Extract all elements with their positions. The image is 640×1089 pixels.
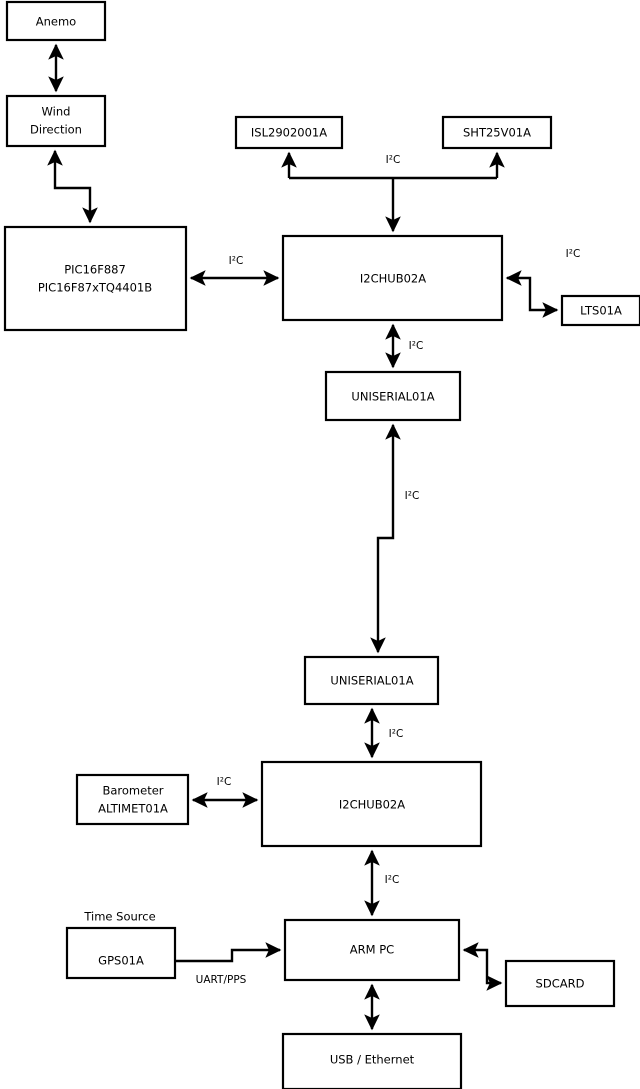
node-uniserial01a-upper-label: UNISERIAL01A [351, 390, 434, 404]
node-sdcard[interactable]: SDCARD [504, 959, 616, 1008]
node-anemo[interactable]: Anemo [5, 0, 107, 42]
label-time-source: Time Source [83, 910, 155, 924]
node-sht25v01a-label: SHT25V01A [463, 126, 531, 140]
node-uniserial01a-lower-label: UNISERIAL01A [330, 674, 413, 688]
edge-label-i2c-top-bus: I²C [386, 154, 401, 166]
node-wind-direction-label-line1: Wind [42, 105, 71, 119]
edges-layer [47, 43, 559, 1031]
edge-label-i2c-barometer: I²C [217, 776, 232, 788]
edge-hubtop-lts [505, 270, 559, 318]
nodes-layer: Anemo Wind Direction PIC16F887 PIC16F87x… [3, 0, 640, 1089]
node-usb-ethernet-label: USB / Ethernet [330, 1053, 415, 1067]
node-arm-pc-label: ARM PC [350, 943, 394, 957]
node-gps01a-label: GPS01A [98, 954, 144, 968]
node-wind-direction[interactable]: Wind Direction [5, 94, 107, 148]
edge-uniserial1-uniserial2 [370, 423, 401, 654]
node-pic-mcu[interactable]: PIC16F887 PIC16F87xTQ4401B [3, 225, 188, 332]
node-i2chub02a-bottom-label: I2CHUB02A [339, 798, 405, 812]
edge-labels-layer: I²C I²C I²C I²C I²C I²C I²C I²C UART/PPS [196, 154, 581, 986]
node-barometer[interactable]: Barometer ALTIMET01A [75, 773, 190, 826]
edge-label-i2c-uniserial-link: I²C [405, 490, 420, 502]
node-barometer-label-line2: ALTIMET01A [98, 802, 168, 816]
node-lts01a[interactable]: LTS01A [560, 294, 640, 327]
node-anemo-label: Anemo [36, 15, 76, 29]
edge-label-i2c-uniserial2-hub: I²C [389, 728, 404, 740]
node-sht25v01a[interactable]: SHT25V01A [441, 115, 553, 150]
node-lts01a-label: LTS01A [580, 304, 622, 318]
edge-gps-armpc [175, 942, 282, 963]
free-labels-layer: Time Source [83, 910, 155, 924]
edge-label-i2c-hub-armpc: I²C [385, 874, 400, 886]
node-gps01a[interactable]: GPS01A [65, 926, 177, 980]
edge-label-i2c-lts: I²C [566, 248, 581, 260]
node-usb-ethernet[interactable]: USB / Ethernet [281, 1032, 463, 1089]
edge-label-i2c-pic-hub: I²C [229, 255, 244, 267]
node-i2chub02a-top-label: I2CHUB02A [360, 272, 426, 286]
node-pic-mcu-label-line2: PIC16F87xTQ4401B [38, 281, 152, 295]
node-barometer-label-line1: Barometer [102, 784, 163, 798]
node-uniserial01a-lower[interactable]: UNISERIAL01A [303, 655, 440, 706]
node-arm-pc[interactable]: ARM PC [283, 918, 461, 982]
node-uniserial01a-upper[interactable]: UNISERIAL01A [324, 370, 462, 422]
edge-armpc-sdcard [462, 942, 503, 991]
edge-label-uart-pps: UART/PPS [196, 974, 247, 986]
edge-wind-pic [47, 149, 98, 224]
edge-label-i2c-hub-uniserial1: I²C [409, 340, 424, 352]
node-wind-direction-label-line2: Direction [30, 123, 82, 137]
node-i2chub02a-top[interactable]: I2CHUB02A [281, 234, 504, 322]
node-sdcard-label: SDCARD [536, 977, 585, 991]
node-i2chub02a-bottom[interactable]: I2CHUB02A [260, 760, 483, 848]
node-isl2902001a-label: ISL2902001A [251, 126, 327, 140]
node-isl2902001a[interactable]: ISL2902001A [234, 115, 344, 150]
node-pic-mcu-label-line1: PIC16F887 [64, 263, 126, 277]
